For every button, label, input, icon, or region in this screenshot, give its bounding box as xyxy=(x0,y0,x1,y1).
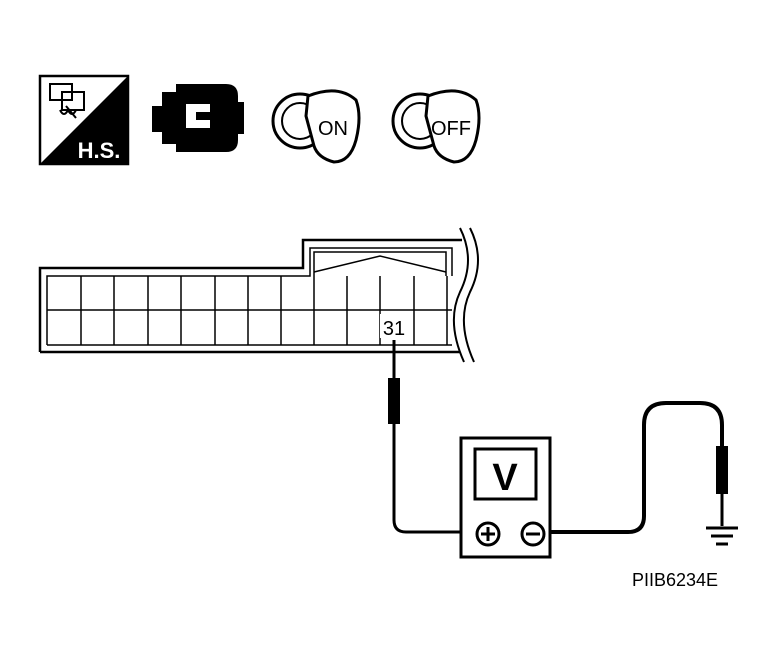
connector-body xyxy=(38,238,462,354)
harness-side-label: H.S. xyxy=(78,138,121,163)
positive-probe xyxy=(388,340,474,534)
ground-symbol-icon xyxy=(706,526,738,546)
figure-code: PIIB6234E xyxy=(632,570,718,590)
ignition-off-icon: OFF xyxy=(391,89,481,164)
ignition-on-icon: ON xyxy=(271,89,361,164)
ignition-on-label: ON xyxy=(318,118,348,140)
negative-terminal-icon xyxy=(520,521,546,547)
disconnect-connector-icon xyxy=(152,84,244,152)
ignition-off-label: OFF xyxy=(431,118,471,140)
voltmeter-display: V xyxy=(492,457,518,499)
terminal-31-label: 31 xyxy=(383,318,405,340)
harness-side-icon: H.S. xyxy=(38,74,130,166)
voltmeter: V xyxy=(459,436,552,559)
connector-break-lines xyxy=(452,227,479,363)
negative-probe xyxy=(549,401,728,534)
positive-terminal-icon xyxy=(475,521,501,547)
